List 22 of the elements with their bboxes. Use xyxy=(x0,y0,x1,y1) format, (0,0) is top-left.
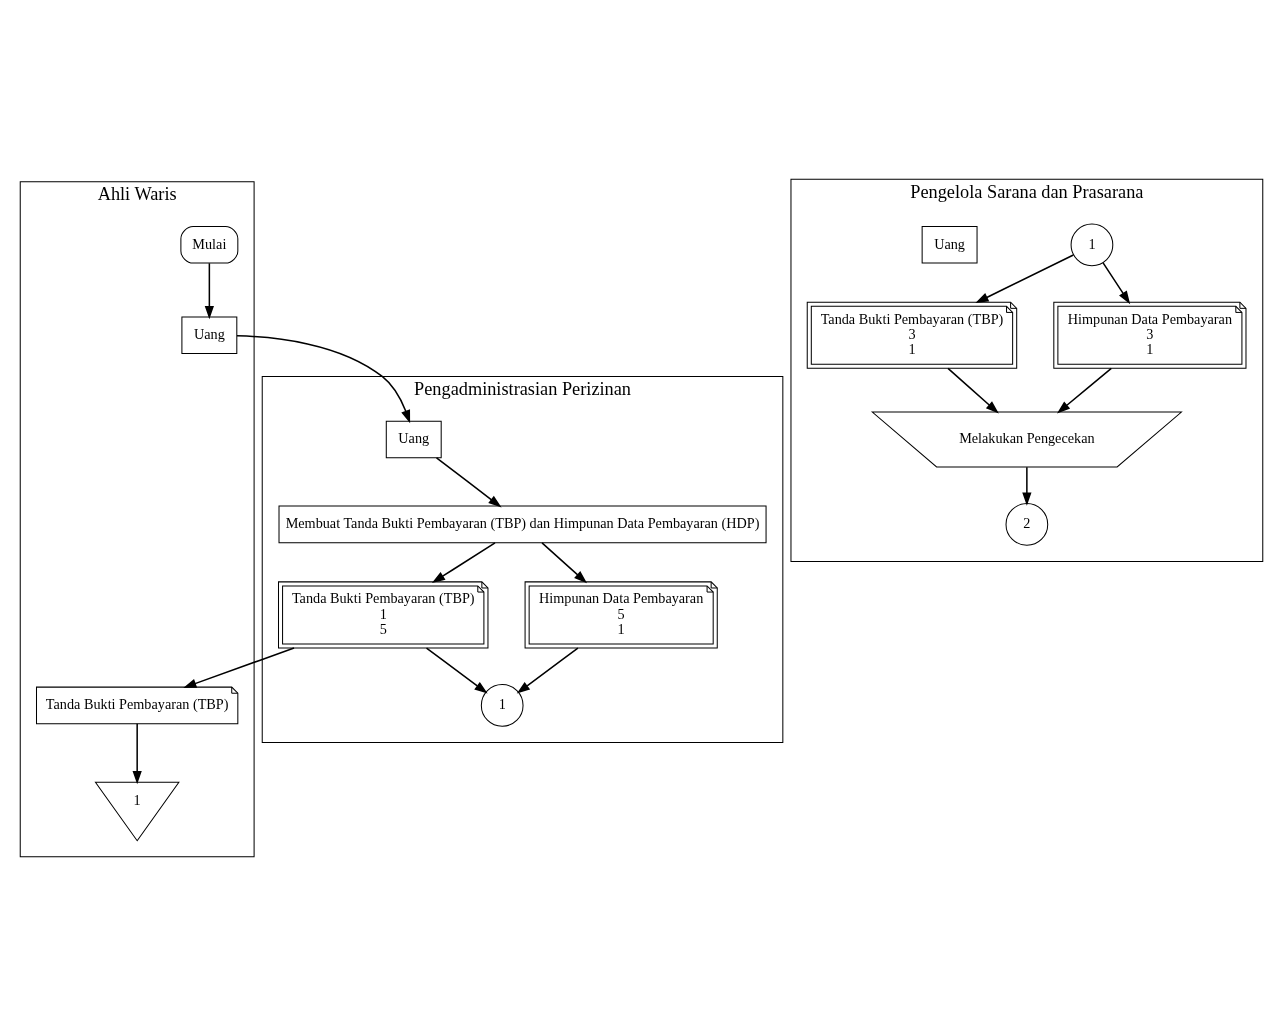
arrow xyxy=(1102,261,1131,304)
node-circle: 1 xyxy=(1070,222,1114,266)
arrow xyxy=(947,367,999,414)
arrow xyxy=(1056,367,1113,413)
node-box: Uang xyxy=(385,420,442,458)
arrow xyxy=(183,646,295,688)
arrow xyxy=(236,334,411,423)
node-box: Mulai xyxy=(180,225,239,264)
node-box: Uang xyxy=(181,316,238,354)
node-circle: 2 xyxy=(1005,502,1049,546)
arrow xyxy=(975,253,1075,303)
arrow xyxy=(541,541,588,583)
arrow xyxy=(425,646,488,694)
arrow xyxy=(431,541,496,583)
node-box: Membuat Tanda Bukti Pembayaran (TBP) dan Himpunan Data Pembayaran (HDP) xyxy=(278,505,767,543)
arrow xyxy=(204,262,214,319)
arrow xyxy=(435,456,502,507)
arrow xyxy=(132,722,142,784)
node-box: Uang xyxy=(921,225,978,264)
arrow xyxy=(516,646,579,694)
node-circle: 1 xyxy=(480,683,524,727)
arrow xyxy=(1022,465,1032,506)
